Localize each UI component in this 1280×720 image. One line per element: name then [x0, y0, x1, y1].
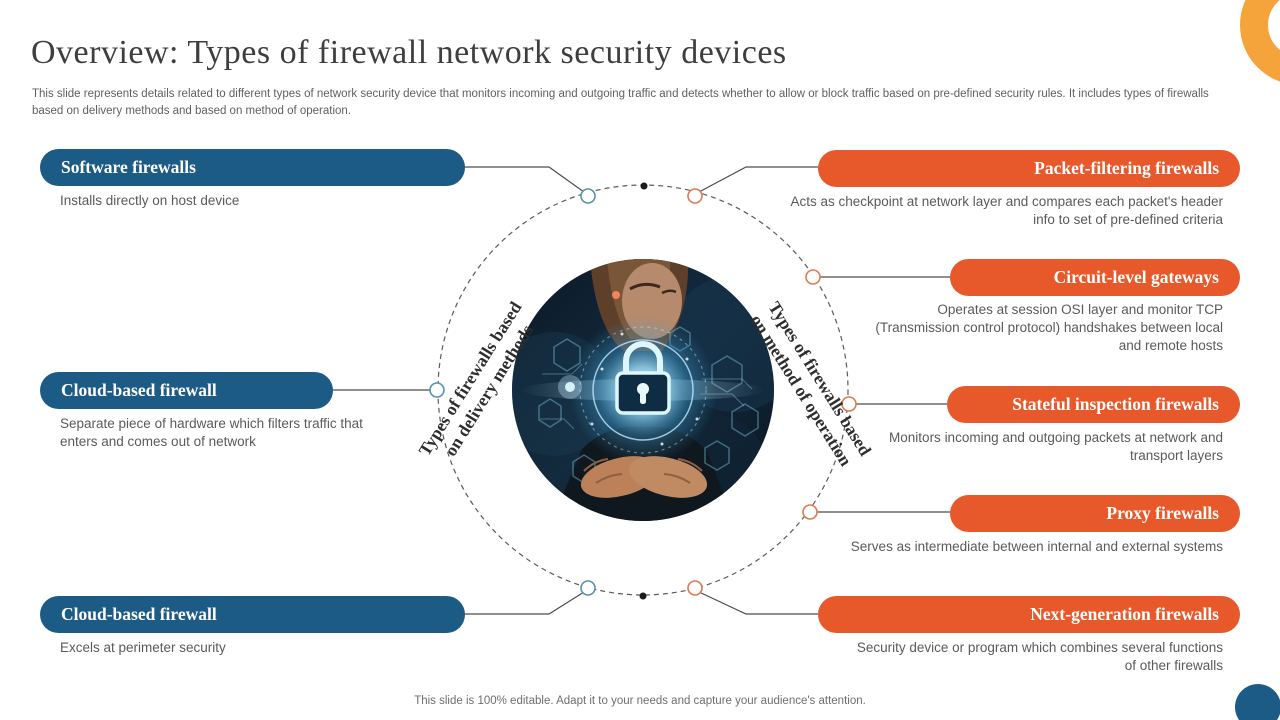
pill-circuit-level-gateways: Circuit-level gateways [950, 259, 1240, 296]
node-packet-filtering [687, 188, 703, 204]
node-software-firewalls [580, 188, 596, 204]
node-proxy [802, 504, 818, 520]
page-title: Overview: Types of firewall network secu… [31, 34, 787, 71]
lock-shackle [623, 341, 663, 375]
node-cloud-based-1 [429, 382, 445, 398]
node-circuit-level [805, 269, 821, 285]
corner-arc-decoration [1170, 0, 1280, 100]
node-cloud-based-2 [580, 580, 596, 596]
node-next-generation [687, 580, 703, 596]
desc-software-firewalls: Installs directly on host device [60, 193, 240, 208]
top-anchor-dot [640, 182, 648, 190]
desc-proxy-firewalls: Serves as intermediate between internal … [850, 539, 1223, 554]
pill-proxy-firewalls: Proxy firewalls [950, 495, 1240, 532]
desc-cloud-based-firewall-2: Excels at perimeter security [60, 640, 226, 655]
desc-next-generation-firewalls: Security device or program which combine… [856, 640, 1223, 673]
desc-stateful-inspection-firewalls: Monitors incoming and outgoing packets a… [889, 430, 1223, 463]
pill-next-generation-firewalls: Next-generation firewalls [818, 596, 1240, 633]
hands [580, 456, 708, 498]
pill-software-firewalls: Software firewalls [40, 149, 465, 186]
corner-circle-decoration [1235, 684, 1280, 720]
pill-cloud-based-firewall-2: Cloud-based firewall [40, 596, 465, 633]
desc-packet-filtering-firewalls: Acts as checkpoint at network layer and … [790, 194, 1223, 227]
bottom-anchor-dot [639, 592, 647, 600]
desc-circuit-level-gateways: Operates at session OSI layer and monito… [875, 302, 1223, 353]
pill-stateful-inspection-firewalls: Stateful inspection firewalls [947, 386, 1240, 423]
pill-cloud-based-firewall-1: Cloud-based firewall [40, 372, 333, 409]
slide-description: This slide represents details related to… [32, 88, 1209, 117]
pill-packet-filtering-firewalls: Packet-filtering firewalls [818, 150, 1240, 187]
center-image [512, 259, 774, 521]
desc-cloud-based-firewall-1: Separate piece of hardware which filters… [60, 416, 363, 449]
editable-note: This slide is 100% editable. Adapt it to… [414, 695, 866, 707]
